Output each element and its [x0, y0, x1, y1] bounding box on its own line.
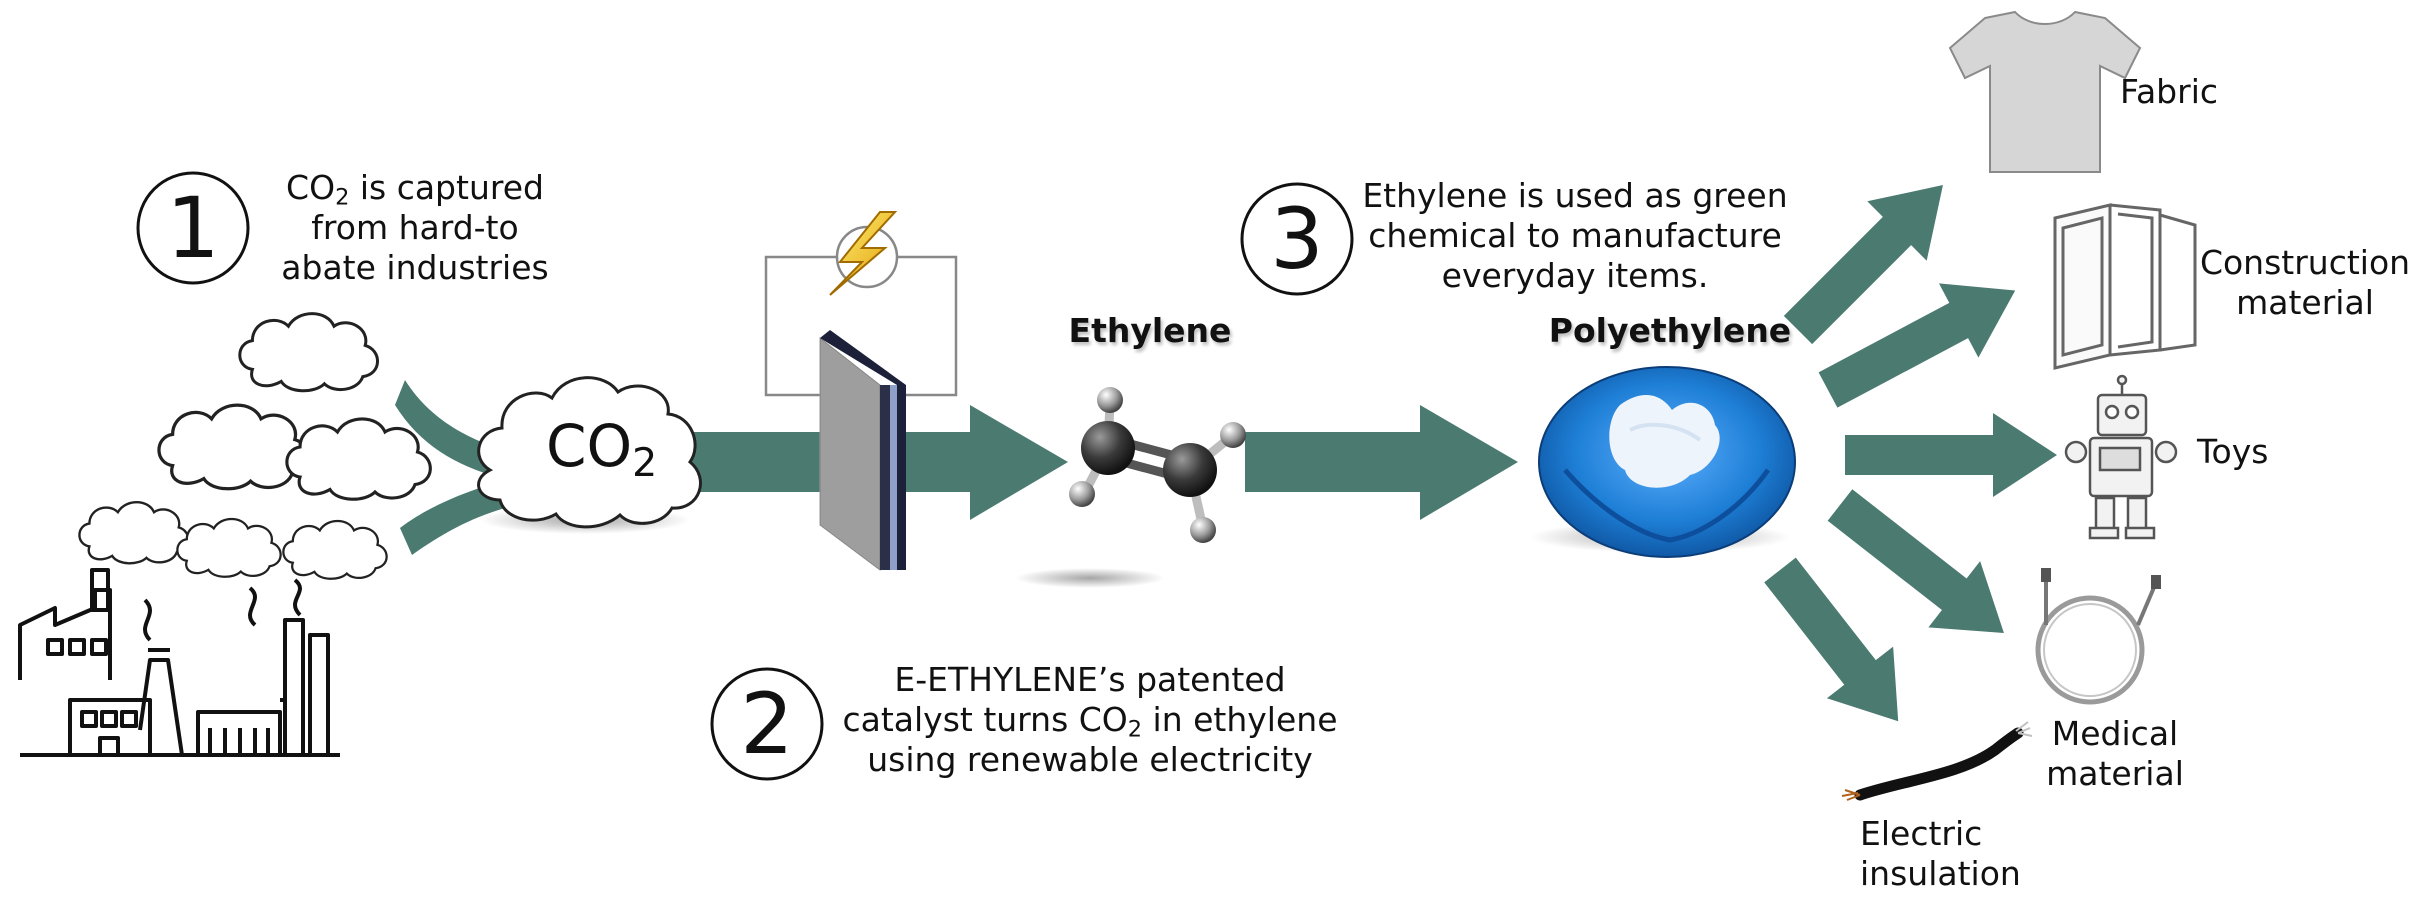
step-2-line-2: catalyst turns CO2 in ethylene: [830, 700, 1350, 743]
step-3-description: Ethylene is used as green chemical to ma…: [1355, 176, 1795, 296]
product-arrows: [1764, 185, 2057, 722]
converging-flow-bottom: [400, 480, 505, 555]
co2-cloud-main: CO: [546, 412, 633, 480]
step-2-number: 2: [740, 675, 794, 773]
product-construction-line-1: Construction: [2199, 243, 2411, 282]
step-2-co2-subscript: 2: [1127, 716, 1143, 743]
ethylene-label: Ethylene: [1068, 311, 1232, 350]
polyethylene-gloves-image: [1530, 366, 1796, 558]
electrolyzer-cell: [764, 211, 958, 571]
product-medical-line-2: material: [2046, 754, 2184, 793]
cable-icon: [1841, 721, 2033, 801]
product-electric-line-2: insulation: [1860, 854, 2021, 893]
smoke-cloud-icon: [282, 519, 388, 580]
step-1-line-1: CO2 is captured: [265, 168, 565, 211]
step-3-line-3: everyday items.: [1441, 256, 1709, 295]
step-3-circle: [1240, 182, 1354, 296]
step-1-line-2: from hard-to: [311, 208, 519, 247]
product-label-construction: Construction material: [2185, 243, 2420, 323]
factory-icon: [18, 568, 340, 757]
step-3-number: 3: [1270, 190, 1324, 288]
arrow-to-polyethylene: [1245, 405, 1518, 520]
step-2-description: E-ETHYLENE’s patented catalyst turns CO2…: [830, 660, 1350, 780]
product-construction-line-2: material: [2236, 283, 2374, 322]
smoke-cloud-icon: [238, 312, 379, 393]
step-1-line-3: abate industries: [281, 248, 549, 287]
step-1-circle: [136, 171, 250, 285]
product-label-medical: Medical material: [2030, 714, 2200, 794]
polyethylene-label: Polyethylene: [1548, 311, 1792, 350]
smoke-cloud-icon: [78, 501, 190, 565]
smoke-cloud-icon: [285, 417, 432, 501]
step-2-line-2-a: catalyst turns CO: [842, 700, 1128, 739]
product-electric-line-1: Electric: [1860, 814, 1983, 853]
co2-formula: CO: [286, 168, 336, 207]
smoke-clouds: [78, 312, 432, 580]
step-2-line-3: using renewable electricity: [867, 740, 1313, 779]
product-label-electric: Electric insulation: [1860, 814, 2021, 894]
product-toys-line-1: Toys: [2197, 432, 2269, 471]
product-label-fabric: Fabric: [2120, 72, 2218, 112]
ethylene-molecule-icon: [1015, 387, 1246, 588]
step-2-circle: [710, 667, 824, 781]
lightning-bolt-icon: [829, 211, 898, 296]
robot-toy-icon: [2064, 374, 2178, 540]
smoke-cloud-icon: [157, 403, 310, 491]
step-1-description: CO2 is captured from hard-to abate indus…: [265, 168, 565, 288]
co2-cloud-label: CO2: [546, 412, 657, 483]
co2-subscript: 2: [335, 184, 350, 211]
smoke-cloud-icon: [176, 517, 282, 578]
step-2-line-2-b: in ethylene: [1142, 700, 1338, 739]
t-shirt-icon: [1948, 10, 2142, 173]
product-label-toys: Toys: [2197, 432, 2268, 472]
step-2-line-1: E-ETHYLENE’s patented: [894, 660, 1286, 699]
step-3-line-1: Ethylene is used as green: [1362, 176, 1788, 215]
product-medical-line-1: Medical: [2051, 714, 2179, 753]
step-1-number: 1: [166, 179, 220, 277]
product-fabric-line-1: Fabric: [2120, 72, 2219, 111]
tubing-coil-icon: [2035, 568, 2161, 705]
step-3-line-2: chemical to manufacture: [1368, 216, 1782, 255]
step-1-text-a: is captured: [359, 168, 544, 207]
window-frame-icon: [2053, 203, 2197, 370]
co2-cloud-sub: 2: [632, 439, 658, 486]
co2-cloud-icon: [477, 376, 702, 534]
